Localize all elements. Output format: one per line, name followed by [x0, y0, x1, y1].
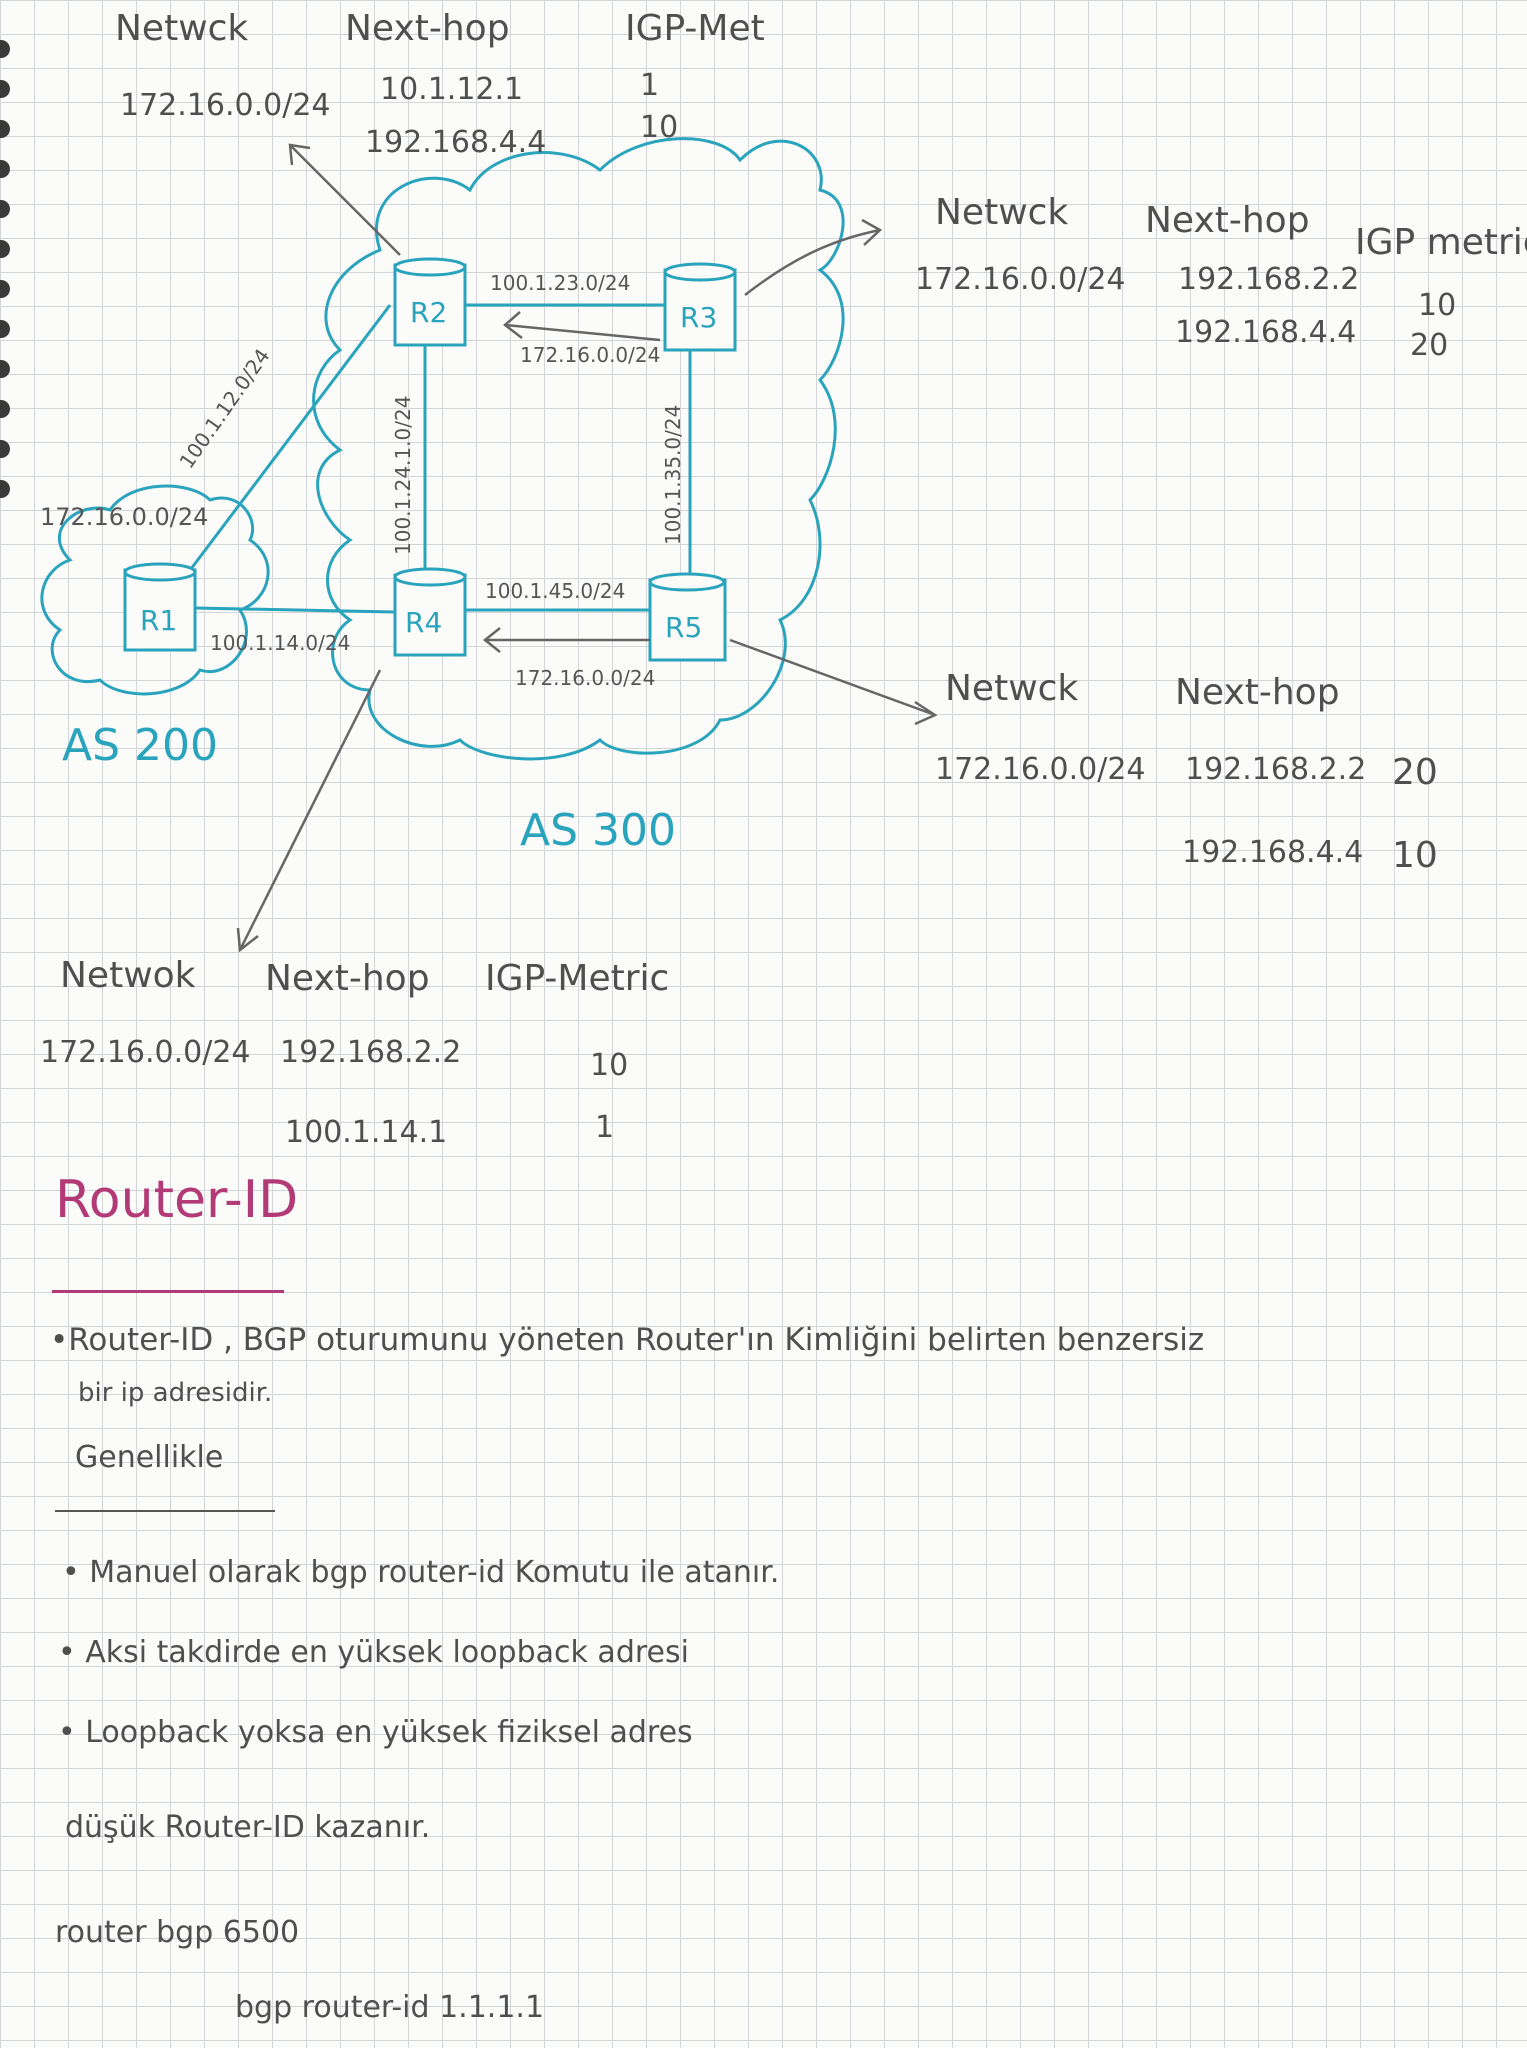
link-label-r4-r5: 100.1.45.0/24: [485, 579, 625, 603]
r4-row1-nexthop: 192.168.2.2: [280, 1035, 462, 1070]
r5-header-nexthop: Next-hop: [1175, 672, 1340, 713]
as300-cloud: [312, 137, 845, 761]
r5-row2-nexthop: 192.168.4.4: [1182, 835, 1364, 870]
notes-subtitle: Genellikle: [75, 1440, 224, 1475]
router-r1: R1: [123, 562, 197, 652]
notes-bullet2: • Aksi takdirde en yüksek loopback adres…: [58, 1635, 689, 1670]
router-r3: R3: [663, 262, 737, 352]
r1-network-label: 172.16.0.0/24: [40, 503, 208, 531]
router-r2: R2: [393, 257, 467, 347]
adv-label-r5-r4: 172.16.0.0/24: [515, 666, 655, 690]
router-label-r1: R1: [140, 604, 177, 637]
r3-row2-metric: 20: [1410, 328, 1449, 363]
r3-row2-nexthop: 192.168.4.4: [1175, 315, 1357, 350]
top-row2-nexthop: 192.168.4.4: [365, 125, 547, 160]
notebook-binding: [0, 0, 16, 2048]
notes-cmd1: router bgp 6500: [55, 1915, 300, 1950]
link-label-r1-r2: 100.1.12.0/24: [174, 344, 274, 473]
r3-header-network: Netwck: [935, 192, 1069, 233]
r5-row1-nexthop: 192.168.2.2: [1185, 752, 1367, 787]
network-diagram: R1 R2 R3 R4 R5 100.1.12.0/24 100.1.14.0/…: [40, 137, 938, 953]
link-label-r2-r3: 100.1.23.0/24: [490, 271, 630, 295]
r4-row1-metric: 10: [590, 1048, 629, 1083]
r3-row1-metric: 10: [1418, 288, 1457, 323]
r3-network: 172.16.0.0/24: [915, 262, 1126, 297]
link-label-r1-r4: 100.1.14.0/24: [210, 631, 350, 655]
r4-header-nexthop: Next-hop: [265, 958, 430, 999]
r3-header-metric: IGP metric: [1355, 222, 1527, 263]
router-label-r5: R5: [665, 611, 702, 644]
r3-row1-nexthop: 192.168.2.2: [1178, 262, 1360, 297]
r3-header-nexthop: Next-hop: [1145, 200, 1310, 241]
notes-bullet3: • Loopback yoksa en yüksek fiziksel adre…: [58, 1715, 693, 1750]
title-underline: [52, 1290, 284, 1293]
notes-line1: •Router-ID , BGP oturumunu yöneten Route…: [50, 1322, 1205, 1358]
link-label-r2-r4: 100.1.24.1.0/24: [391, 396, 415, 555]
as300-label: AS 300: [520, 805, 676, 856]
r4-network: 172.16.0.0/24: [40, 1035, 251, 1070]
r4-row2-metric: 1: [595, 1110, 615, 1145]
top-row1-nexthop: 10.1.12.1: [380, 72, 524, 107]
notes-line1b: bir ip adresidir.: [78, 1378, 273, 1408]
top-row2-metric: 10: [640, 110, 679, 145]
link-label-r3-r5: 100.1.35.0/24: [661, 405, 685, 545]
adv-label-r3-r2: 172.16.0.0/24: [520, 343, 660, 367]
router-label-r3: R3: [680, 301, 717, 334]
top-row1-metric: 1: [640, 68, 660, 103]
top-header-nexthop: Next-hop: [345, 8, 510, 49]
r4-header-metric: IGP-Metric: [485, 958, 670, 999]
top-header-network: Netwck: [115, 8, 249, 49]
router-label-r2: R2: [410, 296, 447, 329]
r5-network: 172.16.0.0/24: [935, 752, 1146, 787]
subtitle-underline: [55, 1510, 275, 1512]
notes-title: Router-ID: [55, 1170, 299, 1230]
r5-row1-metric: 20: [1392, 752, 1438, 793]
router-r5: R5: [648, 572, 727, 662]
notes-bullet1: • Manuel olarak bgp router-id Komutu ile…: [62, 1555, 780, 1590]
r4-header-network: Netwok: [60, 955, 196, 996]
top-row1-network: 172.16.0.0/24: [120, 88, 331, 123]
top-header-metric: IGP-Met: [625, 8, 765, 49]
as200-label: AS 200: [62, 720, 218, 771]
router-r4: R4: [393, 567, 467, 657]
router-label-r4: R4: [405, 606, 442, 639]
r5-row2-metric: 10: [1392, 835, 1438, 876]
notes-cmd2: bgp router-id 1.1.1.1: [235, 1990, 545, 2025]
notes-line-low: düşük Router-ID kazanır.: [65, 1810, 431, 1845]
r4-row2-nexthop: 100.1.14.1: [285, 1115, 448, 1150]
r5-header-network: Netwck: [945, 668, 1079, 709]
